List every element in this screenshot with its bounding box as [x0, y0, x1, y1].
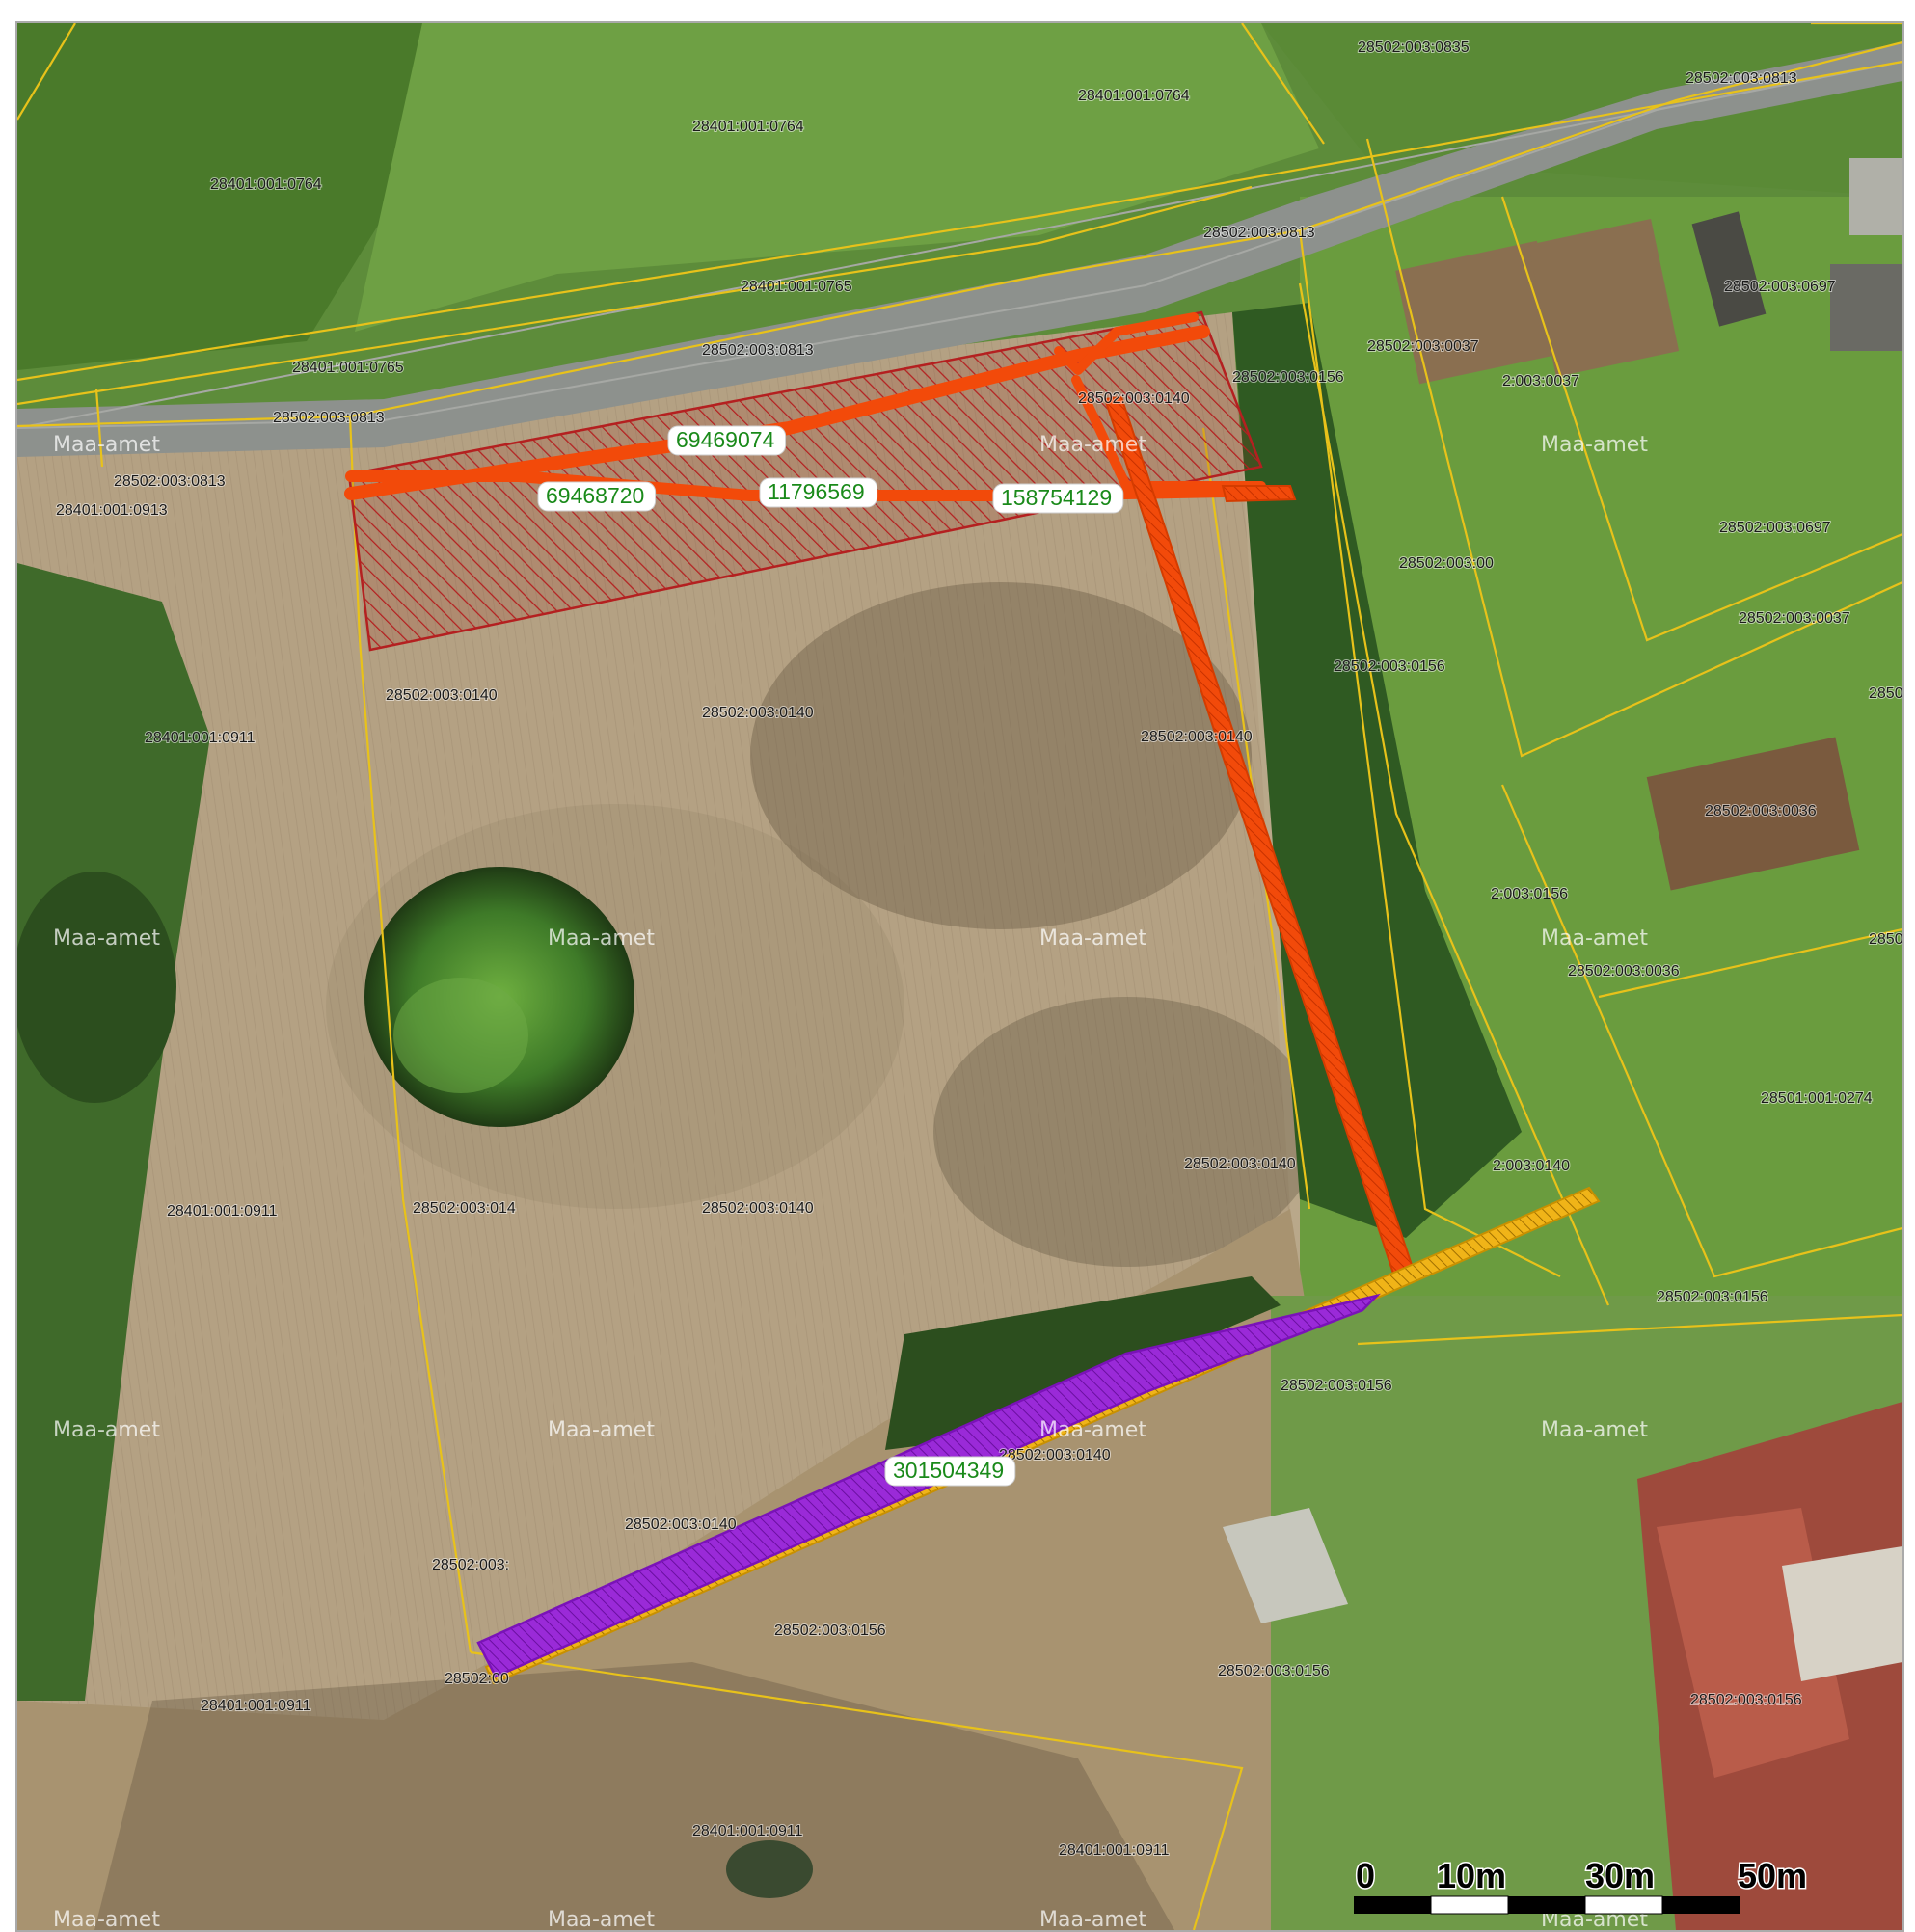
scale-segment	[1662, 1896, 1740, 1914]
parcel-label: 28502:003:0036	[1568, 963, 1680, 979]
parcel-boundaries	[17, 23, 1902, 1930]
parcel-label: 28502:003:0813	[114, 473, 226, 490]
parcel-label: 28401:001:0764	[1078, 88, 1190, 104]
watermark-text: Maa-amet	[53, 926, 160, 951]
utility-line-69469074[interactable]	[344, 325, 1210, 500]
parcel-label: 28401:001:0911	[1059, 1842, 1170, 1859]
feature-id-label[interactable]: 11796569	[759, 477, 878, 508]
watermark-text: Maa-amet	[1039, 1418, 1146, 1442]
map-canvas[interactable]: 28502:003:0835 28502:003:0813 28401:001:07…	[17, 23, 1902, 1930]
feature-id-label[interactable]: 69468720	[537, 481, 657, 512]
watermark-text: Maa-amet	[53, 433, 160, 457]
scale-segment	[1584, 1895, 1663, 1915]
watermark-text: Maa-amet	[1541, 1418, 1648, 1442]
parcel-label: 28502:003:0140	[702, 705, 814, 721]
parcel-label: 28401:001:0911	[201, 1698, 311, 1714]
scale-label-10m: 10m	[1437, 1856, 1506, 1895]
svg-text:69469074: 69469074	[676, 427, 775, 452]
parcel-label: 2:003:0037	[1502, 373, 1579, 389]
parcel-label: 28502:003:0156	[774, 1623, 886, 1639]
parcel-label: 28502:003:014	[413, 1200, 516, 1217]
utility-line-158754129[interactable]	[1071, 375, 1266, 491]
watermark-text: Maa-amet	[548, 926, 655, 951]
parcel-label: 28502:003:	[432, 1557, 509, 1573]
svg-text:11796569: 11796569	[768, 479, 865, 504]
parcel-label: 28502:003:0813	[273, 410, 385, 426]
parcel-label: 28502:003:0813	[1686, 70, 1797, 87]
parcel-label: 2:003:0156	[1491, 886, 1568, 902]
parcel-label: 28401:001:0913	[56, 502, 168, 519]
parcel-label: 28502:003:0140	[625, 1516, 737, 1533]
svg-text:158754129: 158754129	[1001, 485, 1112, 510]
parcel-label: 28502:003:0140	[386, 687, 498, 704]
parcel-label: 28502:003:00	[1399, 555, 1494, 572]
parcel-label: 28401:001:0911	[692, 1823, 803, 1839]
utility-line-11796569[interactable]	[1054, 312, 1199, 375]
parcel-label: 28502:003:0697	[1724, 279, 1836, 295]
feature-id-label[interactable]: 301504349	[884, 1456, 1016, 1487]
parcel-label: 28401:001:0765	[292, 360, 404, 376]
parcel-label: 28401:001:0911	[167, 1203, 278, 1220]
parcel-label: 28401:001:0764	[210, 176, 322, 193]
feature-id-label[interactable]: 69469074	[667, 425, 787, 456]
watermark-text: Maa-amet	[1541, 926, 1648, 951]
parcel-label: 28401:001:0764	[692, 119, 804, 135]
scale-bar: 0 10m 30m 50m	[1354, 1855, 1809, 1915]
parcel-labels: 28502:003:0835 28502:003:0813 28401:001:07…	[55, 39, 1902, 1860]
watermark-text: Maa-amet	[53, 1908, 160, 1930]
parcel-label: 28401:001:0911	[145, 730, 256, 746]
parcel-label: 28401:001:0765	[741, 279, 852, 295]
parcel-label: 28502:003:0037	[1367, 338, 1479, 355]
aerial-imagery	[17, 23, 1902, 1930]
scale-segment	[1508, 1896, 1585, 1914]
scale-segment	[1430, 1895, 1509, 1915]
parcel-label: 28502:003:0813	[702, 342, 814, 359]
parcel-label: 28502:003:0835	[1358, 40, 1470, 56]
feature-id-labels: 69469074 69468720 11796569 158754129 3015043…	[537, 425, 1124, 1487]
scale-segment	[1354, 1896, 1431, 1914]
parcel-label: 28502:003:0140	[1141, 729, 1253, 745]
parcel-label: 28502:003:0140	[1078, 390, 1190, 407]
parcel-label: 28502:003:0036	[1705, 803, 1817, 819]
watermark-text: Maa-amet	[548, 1908, 655, 1930]
parcel-label: 28502:003:0156	[1657, 1289, 1768, 1305]
watermark-text: Maa-amet	[548, 1418, 655, 1442]
scale-label-50m: 50m	[1738, 1856, 1807, 1895]
scale-label-30m: 30m	[1585, 1856, 1655, 1895]
parcel-label: 28502:00	[445, 1671, 509, 1687]
parcel-label: 2:003:0140	[1493, 1158, 1570, 1174]
parcel-label: 28502:003:0156	[1232, 369, 1344, 386]
svg-text:69468720: 69468720	[546, 483, 644, 508]
parcel-label: 28502:003:0156	[1218, 1663, 1330, 1679]
watermark-text: Maa-amet	[53, 1418, 160, 1442]
map-view[interactable]: 28502:003:0835 28502:003:0813 28401:001:07…	[15, 21, 1904, 1932]
watermark-text: Maa-amet	[1541, 433, 1648, 457]
parcel-label: 28502:003:0140	[999, 1447, 1111, 1463]
watermark-text: Maa-amet	[1039, 433, 1146, 457]
parcel-label: 28502:003:0140	[1869, 685, 1902, 702]
watermark-text: Maa-amet	[1039, 926, 1146, 951]
svg-text:301504349: 301504349	[893, 1458, 1004, 1483]
parcel-label: 28502:003:0037	[1739, 610, 1850, 627]
parcel-label: 28502:003:0813	[1203, 225, 1315, 241]
parcel-label: 28502:003:0697	[1719, 520, 1831, 536]
parcel-label: 28502:003:0156	[1334, 658, 1445, 675]
watermark-text: Maa-amet	[1039, 1908, 1146, 1930]
parcel-label: 28502:003:0140	[1184, 1156, 1296, 1172]
parcel-label: 28502:003:0156	[1281, 1378, 1392, 1394]
parcel-label: 28501:	[1869, 931, 1902, 948]
parcel-label: 28501:001:0274	[1761, 1090, 1873, 1107]
parcel-label: 28502:003:0156	[1690, 1692, 1802, 1708]
feature-id-label[interactable]: 158754129	[992, 483, 1124, 514]
parcel-label: 28502:003:0140	[702, 1200, 814, 1217]
scale-label-0: 0	[1356, 1856, 1375, 1895]
